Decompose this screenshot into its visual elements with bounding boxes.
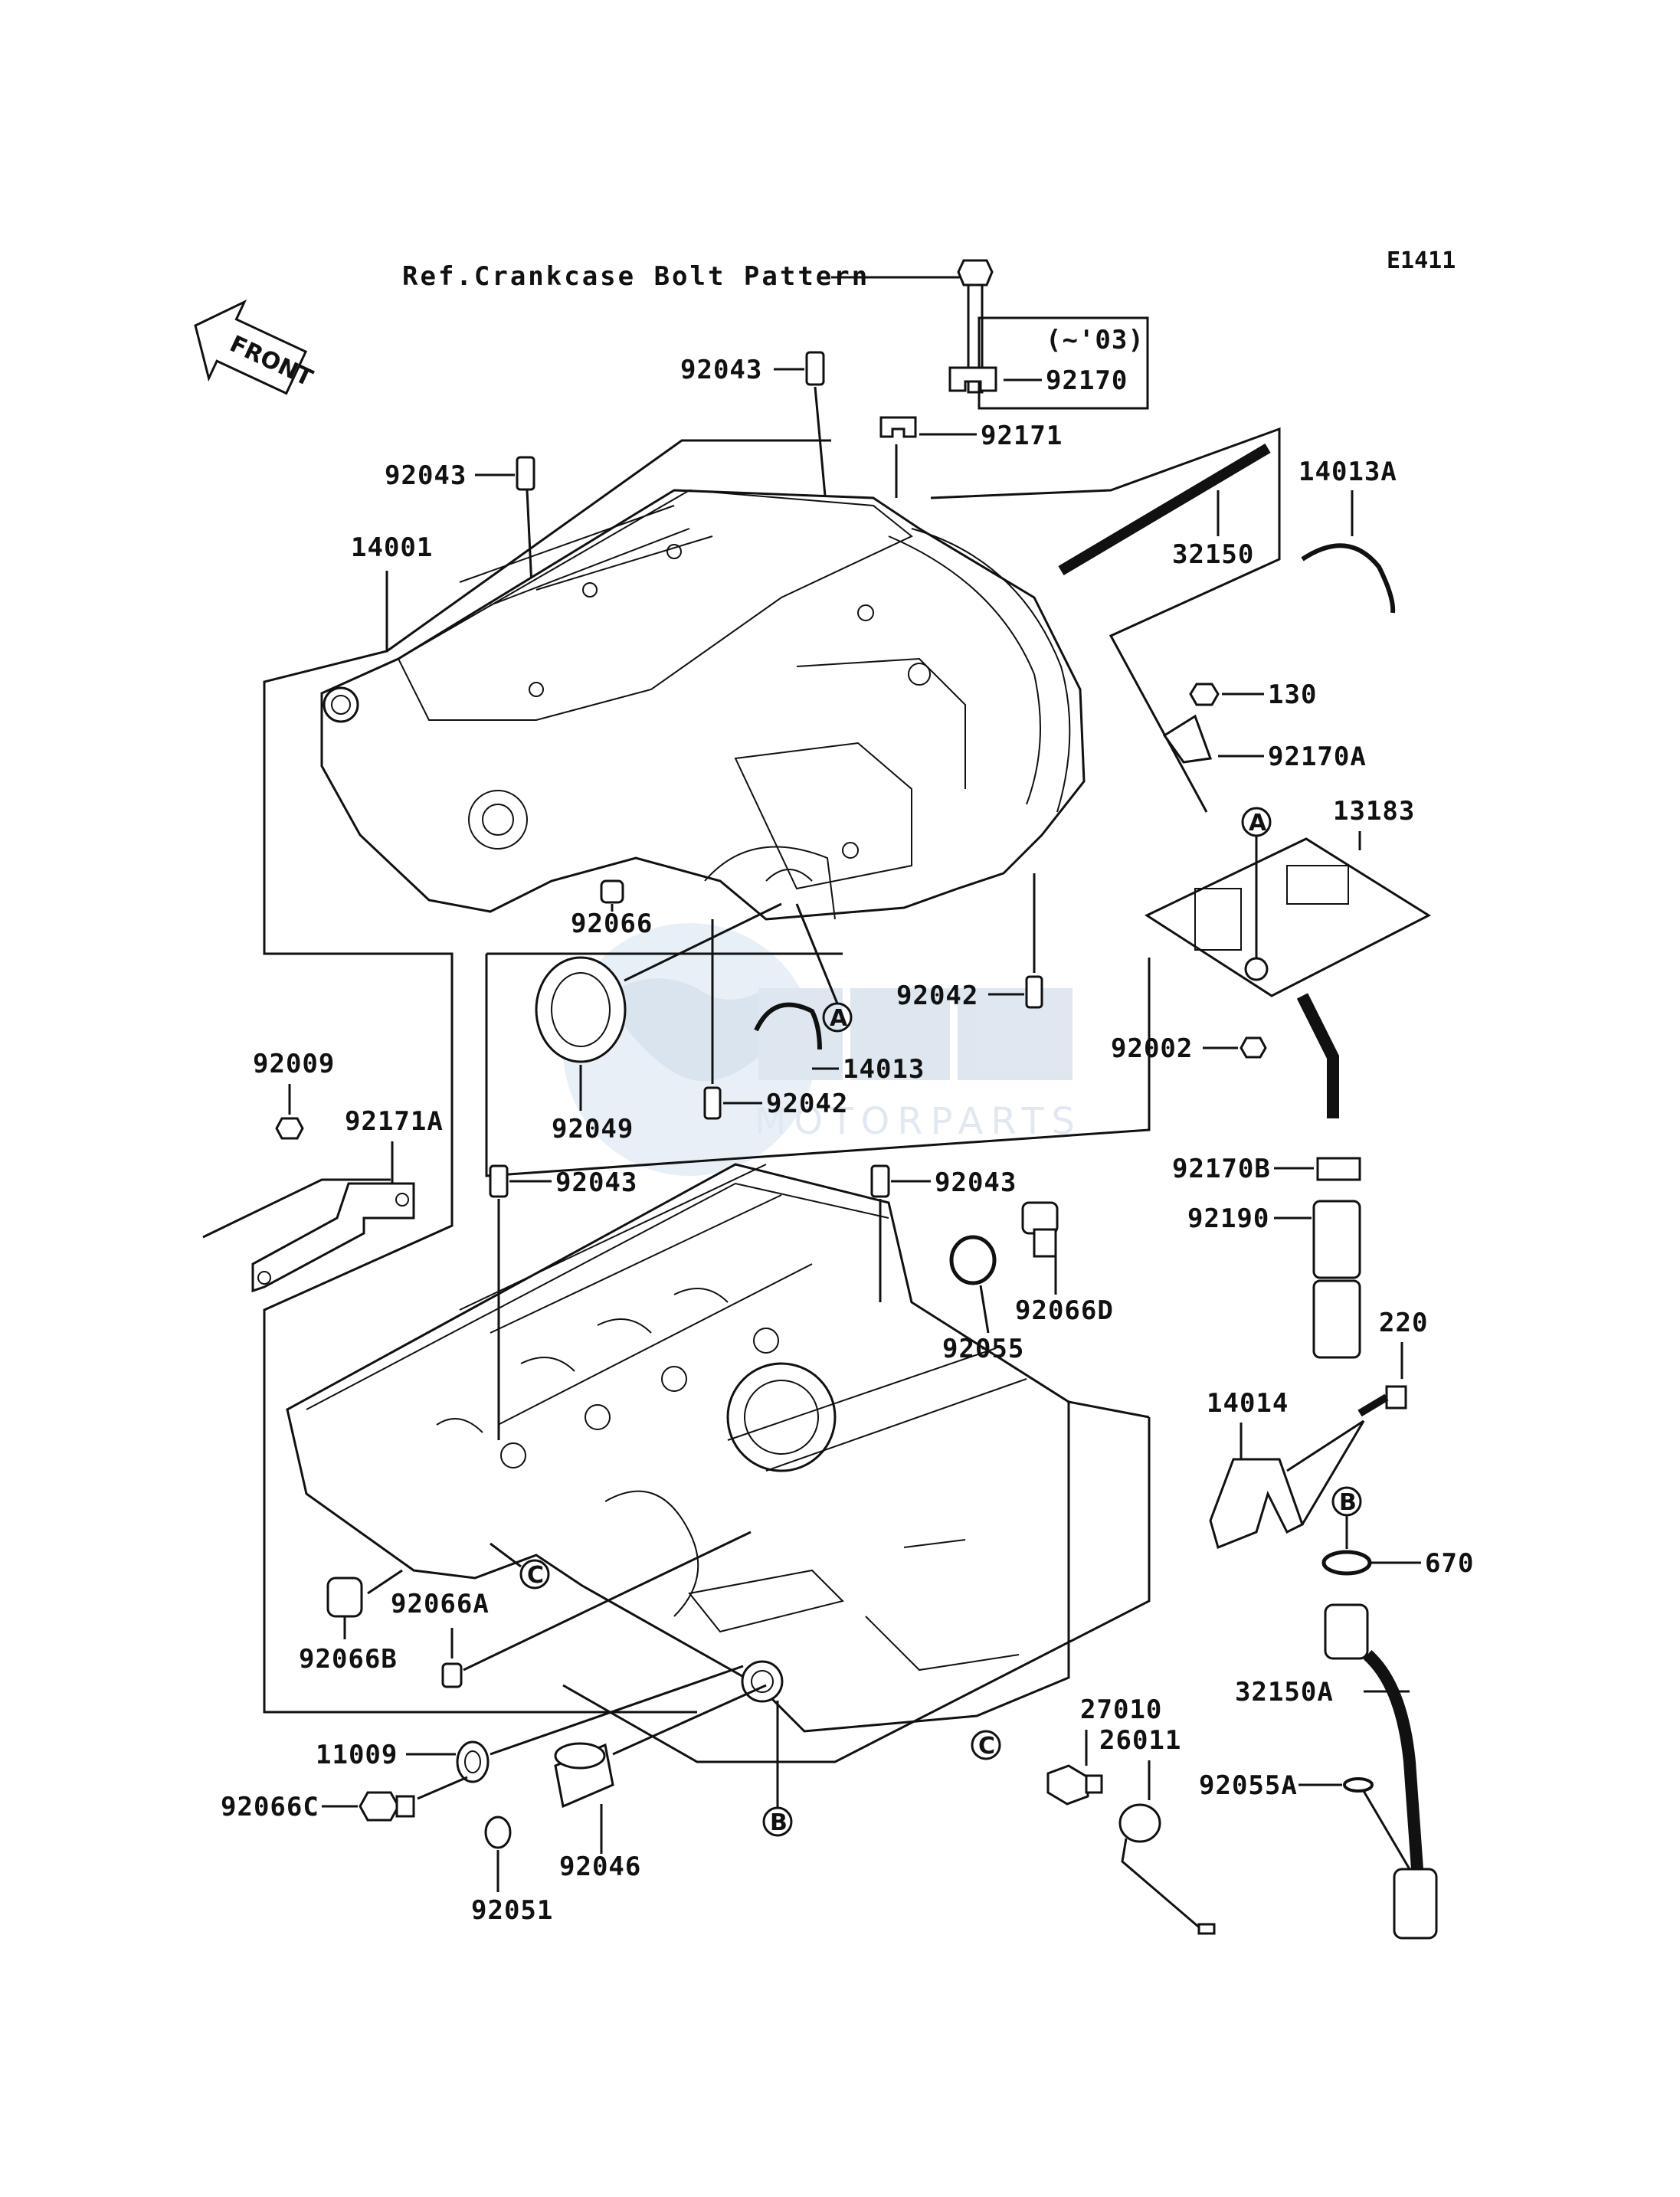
hose-icon <box>1312 1200 1361 1279</box>
callout-a-label: A <box>830 1005 848 1032</box>
callout-c <box>519 1559 550 1590</box>
oil-pipe-guide-icon <box>1209 1458 1304 1550</box>
label-92066A: 92066A <box>391 1589 490 1619</box>
o-ring-icon <box>1343 1777 1374 1793</box>
label-92049: 92049 <box>552 1114 634 1144</box>
callout-c-label: C <box>978 1733 995 1760</box>
label-14001: 14001 <box>351 532 433 563</box>
label-26011: 26011 <box>1099 1725 1181 1756</box>
label-92042-mid: 92042 <box>766 1089 848 1119</box>
needle-bearing-icon <box>554 1742 614 1809</box>
label-11009: 11009 <box>316 1740 398 1770</box>
label-92066: 92066 <box>571 909 653 939</box>
plug-icon <box>326 1577 363 1618</box>
callout-a-label: A <box>1249 810 1267 837</box>
drain-plug-icon <box>1021 1201 1059 1258</box>
dowel-pin-icon <box>805 351 825 386</box>
washer-icon <box>456 1740 490 1783</box>
plug-icon <box>441 1662 463 1688</box>
group-bracket <box>485 954 1151 1177</box>
oil-pipe-icon <box>1324 1603 1438 1940</box>
bolt-icon <box>275 1117 304 1140</box>
label-92002: 92002 <box>1111 1033 1193 1064</box>
label-130: 130 <box>1268 679 1317 710</box>
watermark-subtext: MOTORPARTS <box>755 1100 1082 1143</box>
label-92170A: 92170A <box>1268 742 1367 772</box>
oil-seal-icon <box>535 956 627 1063</box>
label-92190: 92190 <box>1187 1203 1269 1234</box>
label-27010: 27010 <box>1080 1694 1162 1725</box>
callout-b-label: B <box>770 1809 788 1836</box>
shim-icon <box>754 1002 822 1050</box>
clamp-icon <box>879 416 917 438</box>
dowel-pin-icon <box>489 1164 509 1198</box>
label-13183: 13183 <box>1333 796 1415 827</box>
label-92171A: 92171A <box>345 1106 444 1137</box>
o-ring-icon <box>1321 1550 1372 1576</box>
label-92170: 92170 <box>1046 365 1128 396</box>
label-92043-left: 92043 <box>385 460 467 491</box>
dowel-pin-icon <box>870 1164 890 1198</box>
label-14013: 14013 <box>843 1054 925 1085</box>
lower-crankcase <box>286 1163 1070 1733</box>
clamp-icon <box>948 366 997 392</box>
clamp-icon <box>1162 714 1213 764</box>
label-92043-lower-left: 92043 <box>555 1167 637 1198</box>
front-arrow-icon: FRONT <box>194 299 317 395</box>
drain-plug-icon <box>359 1791 415 1822</box>
label-220: 220 <box>1379 1308 1428 1338</box>
bracket-icon <box>251 1182 415 1293</box>
label-92055A: 92055A <box>1199 1770 1298 1801</box>
label-32150: 32150 <box>1172 539 1254 570</box>
callout-b-label: B <box>1339 1489 1357 1516</box>
breather-plate <box>1144 837 1432 1118</box>
hose-icon <box>1312 1279 1361 1359</box>
diagram-code: E1411 <box>1387 247 1456 274</box>
year-note: (~'03) <box>1046 325 1145 355</box>
label-92170B: 92170B <box>1172 1154 1271 1184</box>
label-92009: 92009 <box>253 1049 335 1079</box>
collar-icon <box>484 1816 512 1849</box>
hose-clamp-icon <box>1316 1157 1361 1181</box>
label-14014: 14014 <box>1207 1388 1289 1419</box>
bolt-icon <box>1240 1036 1267 1059</box>
label-92046: 92046 <box>559 1852 641 1882</box>
o-ring-icon <box>949 1235 997 1285</box>
label-92066C: 92066C <box>221 1792 319 1822</box>
label-92066D: 92066D <box>1015 1295 1114 1326</box>
bolt-icon <box>1357 1385 1407 1417</box>
oil-pressure-switch-icon <box>1046 1764 1103 1806</box>
year-note-box <box>978 316 1149 410</box>
label-92043-lower-right: 92043 <box>935 1167 1017 1198</box>
shim-icon <box>1301 543 1396 614</box>
label-32150A: 32150A <box>1235 1677 1334 1708</box>
label-92042-right: 92042 <box>896 981 978 1011</box>
callout-a <box>1241 807 1272 837</box>
label-92043-top: 92043 <box>680 355 762 385</box>
ref-note: Ref.Crankcase Bolt Pattern <box>402 261 869 292</box>
callout-c-label: C <box>527 1562 544 1589</box>
label-92051: 92051 <box>471 1895 553 1926</box>
dowel-pin-icon <box>1025 975 1043 1009</box>
bolt-icon <box>1189 683 1220 706</box>
label-14013A: 14013A <box>1298 457 1397 487</box>
dowel-pin-icon <box>516 456 535 491</box>
label-670: 670 <box>1425 1548 1474 1579</box>
wire-lead-icon <box>1118 1803 1216 1935</box>
plug-icon <box>600 879 624 904</box>
callout-c <box>971 1730 1001 1760</box>
watermark: MOTORPARTS <box>563 923 1082 1176</box>
label-92055: 92055 <box>942 1334 1024 1364</box>
dowel-pin-icon <box>703 1086 722 1120</box>
upper-crankcase <box>320 489 1086 921</box>
label-92066B: 92066B <box>299 1644 398 1675</box>
label-92171: 92171 <box>981 421 1063 451</box>
